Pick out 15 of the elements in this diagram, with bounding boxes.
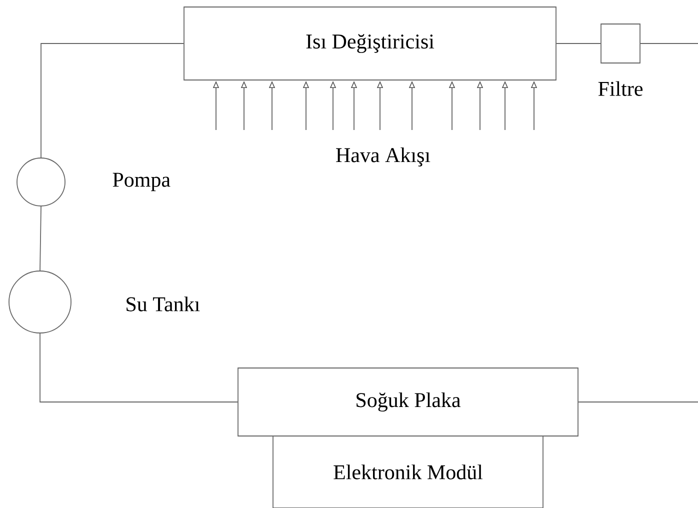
pipe-line: [556, 43, 601, 44]
heat-exchanger-box: Isı Değiştiricisi: [184, 6, 556, 80]
pump-circle: [16, 158, 66, 206]
component-label: Pompa: [112, 172, 170, 192]
flow-label: Hava Akışı: [336, 147, 430, 167]
component-label: Filtre: [598, 81, 643, 96]
filter-box: [600, 24, 640, 64]
cold-plate-box: Soğuk Plaka: [238, 368, 578, 436]
pipe-line: [40, 333, 238, 402]
pipe-line: [40, 206, 42, 271]
module-box: Elektronik Modül: [272, 436, 544, 508]
component-label: Su Tankı: [126, 296, 200, 312]
pipe-line: [40, 43, 184, 158]
pipe-line: [640, 43, 698, 44]
tank-circle: [8, 270, 72, 334]
